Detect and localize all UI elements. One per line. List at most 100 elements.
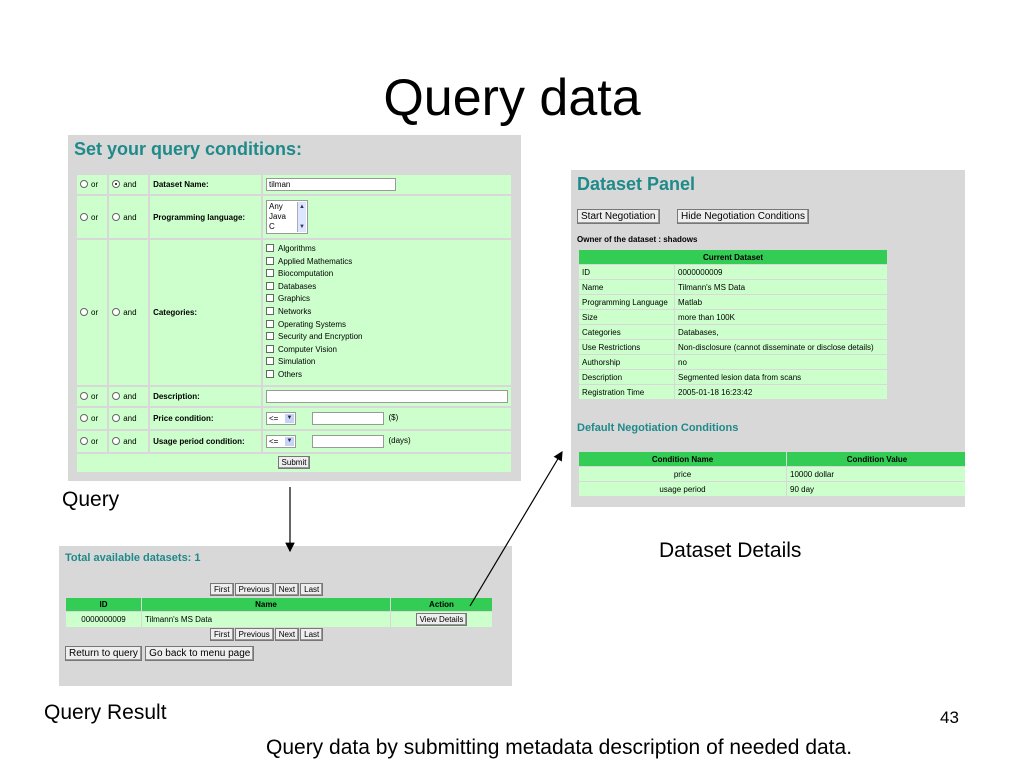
price-operator-select[interactable]: <=▼: [266, 411, 296, 425]
or-radio[interactable]: [80, 212, 88, 221]
and-radio[interactable]: [112, 212, 121, 221]
query-row-submit: Submit: [77, 453, 511, 472]
first-page-button[interactable]: First: [210, 628, 234, 641]
price-unit-label: ($): [388, 413, 399, 423]
scroll-down-icon[interactable]: ▼: [299, 224, 305, 230]
language-option[interactable]: C: [269, 222, 275, 231]
next-page-button[interactable]: Next: [274, 583, 300, 596]
category-item[interactable]: Networks: [266, 306, 508, 319]
programming-language-label: Programming language:: [150, 196, 261, 238]
price-value-input[interactable]: [312, 411, 385, 425]
dataset-name-input[interactable]: tilman: [266, 178, 396, 191]
result-to-details-arrow: [469, 450, 563, 607]
scroll-up-icon[interactable]: ▲: [299, 204, 305, 210]
chevron-down-icon[interactable]: ▼: [285, 436, 294, 446]
view-details-button[interactable]: View Details: [415, 613, 468, 626]
or-label: or: [91, 307, 99, 317]
category-item[interactable]: Databases: [266, 281, 508, 294]
query-form-panel: Set your query conditions: or and Datase…: [68, 135, 521, 481]
usage-unit-label: (days): [388, 436, 411, 446]
caption-dataset-details: Dataset Details: [659, 539, 802, 562]
and-radio[interactable]: [112, 436, 121, 445]
category-checkbox[interactable]: [266, 281, 274, 290]
submit-button[interactable]: Submit: [277, 456, 311, 470]
previous-page-button[interactable]: Previous: [234, 583, 274, 596]
category-item[interactable]: Simulation: [266, 356, 508, 369]
and-radio[interactable]: [112, 413, 121, 422]
last-page-button[interactable]: Last: [300, 583, 324, 596]
category-item[interactable]: Operating Systems: [266, 319, 508, 332]
category-item[interactable]: Applied Mathematics: [266, 256, 508, 269]
category-item[interactable]: Algorithms: [266, 243, 508, 256]
and-radio[interactable]: [112, 307, 121, 316]
query-row-categories: or and Categories: Algorithms Applied Ma…: [77, 240, 511, 385]
categories-label: Categories:: [150, 240, 261, 385]
language-option[interactable]: Java: [269, 212, 286, 221]
hide-negotiation-conditions-button[interactable]: Hide Negotiation Conditions: [677, 209, 809, 224]
category-checkbox[interactable]: [266, 319, 274, 328]
category-checkbox[interactable]: [266, 306, 274, 315]
or-radio[interactable]: [80, 436, 88, 445]
usage-operator-select[interactable]: <=▼: [266, 434, 296, 448]
category-checkbox[interactable]: [266, 269, 274, 278]
category-checkbox[interactable]: [266, 357, 274, 366]
and-label: and: [123, 180, 137, 189]
listbox-scrollbar[interactable]: ▲▼: [297, 202, 306, 232]
category-item[interactable]: Graphics: [266, 293, 508, 306]
next-page-button[interactable]: Next: [274, 628, 300, 641]
query-row-programming-language: or and Programming language: Any Java C …: [77, 196, 511, 238]
slide-footer-text: Query data by submitting metadata descri…: [266, 736, 853, 759]
category-item[interactable]: Others: [266, 369, 508, 382]
category-checkbox[interactable]: [266, 244, 274, 252]
description-input[interactable]: [266, 389, 508, 403]
price-condition-label: Price condition:: [150, 407, 261, 429]
usage-period-label: Usage period condition:: [150, 430, 261, 452]
and-radio[interactable]: [112, 391, 121, 400]
or-radio[interactable]: [80, 413, 88, 422]
category-item[interactable]: Computer Vision: [266, 344, 508, 357]
and-label: and: [123, 413, 137, 423]
action-column-header: Action: [391, 598, 492, 611]
or-radio[interactable]: [80, 307, 88, 316]
start-negotiation-button[interactable]: Start Negotiation: [577, 209, 660, 224]
usage-value-input[interactable]: [312, 434, 385, 448]
language-option[interactable]: Any: [269, 202, 283, 211]
dataset-owner: Owner of the dataset : shadows: [577, 235, 698, 244]
category-item[interactable]: Biocomputation: [266, 268, 508, 281]
query-row-usage-period: or and Usage period condition: <=▼ (days…: [77, 430, 511, 452]
or-label: or: [91, 413, 99, 423]
or-radio[interactable]: [80, 180, 88, 188]
category-checkbox[interactable]: [266, 344, 274, 353]
and-label: and: [123, 436, 137, 446]
return-to-query-button[interactable]: Return to query: [65, 646, 142, 661]
query-row-description: or and Description:: [77, 386, 511, 406]
and-label: and: [123, 391, 137, 401]
category-item[interactable]: Security and Encryption: [266, 331, 508, 344]
category-checkbox[interactable]: [266, 369, 274, 378]
chevron-down-icon[interactable]: ▼: [285, 413, 294, 423]
or-radio[interactable]: [80, 391, 88, 400]
category-checkbox[interactable]: [266, 332, 274, 341]
programming-language-listbox[interactable]: Any Java C ▲▼: [266, 200, 308, 234]
last-page-button[interactable]: Last: [300, 628, 324, 641]
back-to-menu-button[interactable]: Go back to menu page: [145, 646, 255, 661]
and-label: and: [123, 212, 137, 222]
query-row-price-condition: or and Price condition: <=▼ ($): [77, 407, 511, 429]
current-dataset-header: Current Dataset: [579, 250, 887, 264]
name-column-header: Name: [142, 598, 390, 611]
dataset-panel: Dataset Panel Start Negotiation Hide Neg…: [571, 170, 965, 507]
and-radio[interactable]: [112, 180, 121, 188]
category-checkbox[interactable]: [266, 294, 274, 303]
category-checkbox[interactable]: [266, 256, 274, 265]
previous-page-button[interactable]: Previous: [234, 628, 274, 641]
first-page-button[interactable]: First: [210, 583, 234, 596]
page-number: 43: [940, 708, 959, 727]
